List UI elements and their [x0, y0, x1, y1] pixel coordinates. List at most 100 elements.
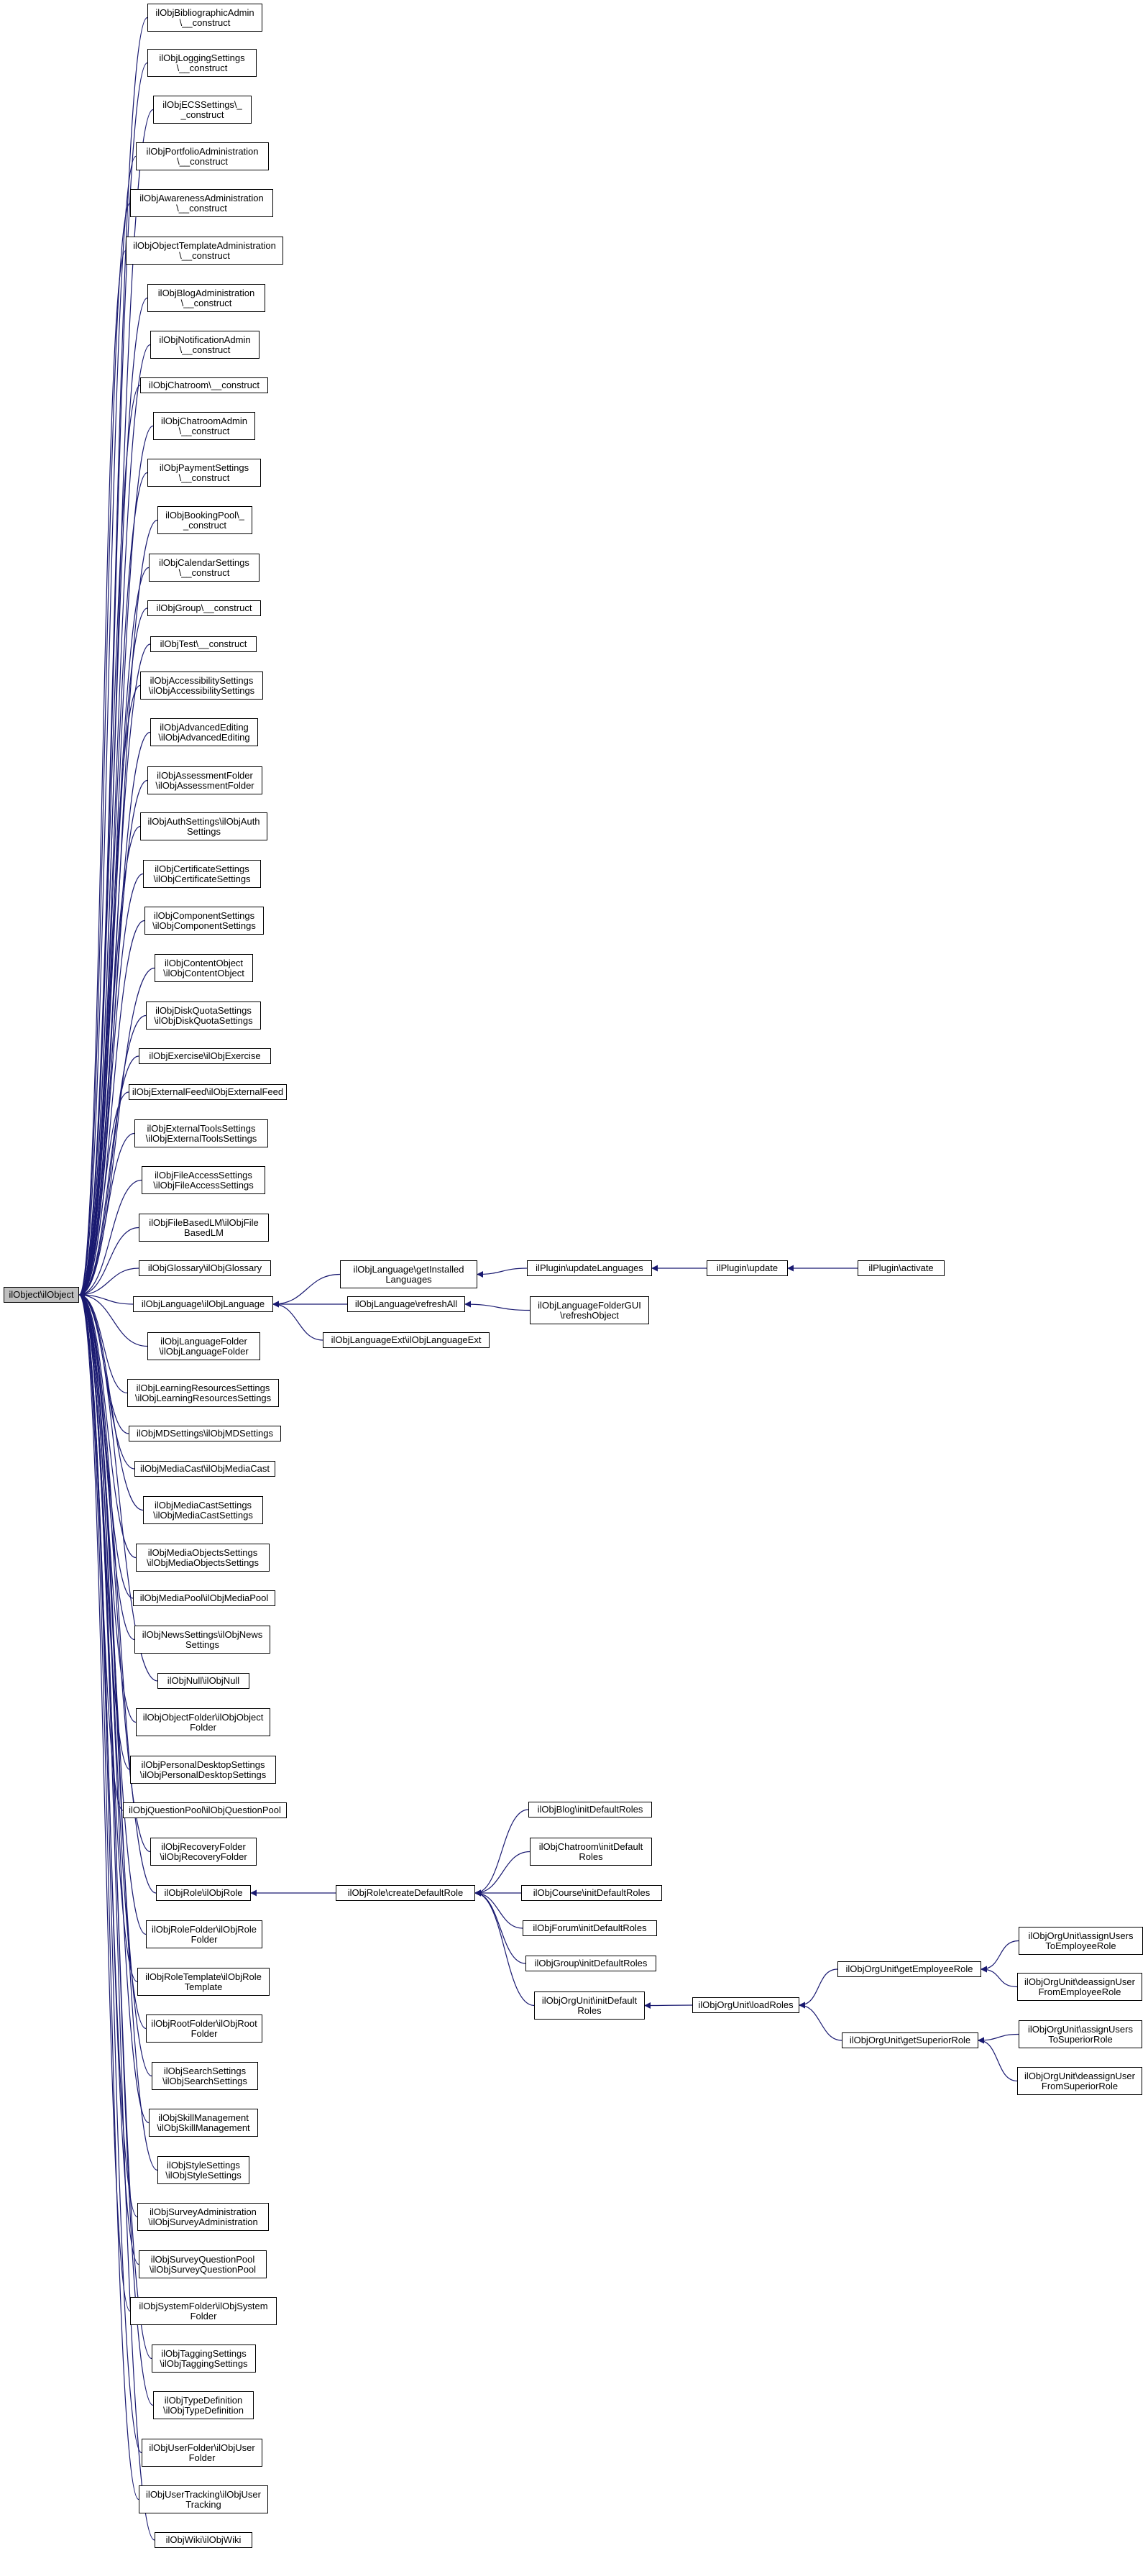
graph-node[interactable]: ilObjExercise\ilObjExercise: [139, 1048, 271, 1064]
graph-node[interactable]: ilObjChatroomAdmin\__construct: [153, 412, 255, 440]
graph-node[interactable]: ilObjAccessibilitySettings\ilObjAccessib…: [140, 671, 263, 700]
graph-node[interactable]: ilObjObjectTemplateAdministration\__cons…: [126, 237, 283, 265]
graph-node[interactable]: ilObjQuestionPool\ilObjQuestionPool: [123, 1802, 287, 1818]
node-label-line: Folder: [190, 2310, 217, 2321]
graph-node[interactable]: ilObjGroup\__construct: [147, 600, 261, 616]
graph-node[interactable]: ilObjSkillManagement\ilObjSkillManagemen…: [149, 2109, 258, 2137]
graph-node[interactable]: ilObjSurveyAdministration\ilObjSurveyAdm…: [137, 2203, 269, 2231]
graph-node[interactable]: ilObjAssessmentFolder\ilObjAssessmentFol…: [147, 766, 262, 794]
graph-node[interactable]: ilObjAwarenessAdministration\__construct: [130, 189, 273, 217]
graph-node[interactable]: ilObjExternalFeed\ilObjExternalFeed: [129, 1084, 287, 1100]
graph-node[interactable]: ilObjLanguageFolder\ilObjLanguageFolder: [147, 1332, 260, 1360]
graph-node[interactable]: ilObjOrgUnit\getEmployeeRole: [837, 1961, 981, 1977]
graph-node[interactable]: ilObjRole\ilObjRole: [156, 1885, 251, 1901]
graph-node[interactable]: ilObjContentObject\ilObjContentObject: [155, 954, 253, 982]
graph-node[interactable]: ilPlugin\update: [707, 1260, 788, 1276]
graph-edge: [78, 1291, 137, 1559]
graph-edge: [78, 1291, 144, 1511]
node-label-line: ilObjBlogAdministration: [157, 287, 255, 298]
graph-node[interactable]: ilObjDiskQuotaSettings\ilObjDiskQuotaSet…: [146, 1001, 261, 1030]
graph-edge: [78, 1091, 129, 1298]
graph-node[interactable]: ilObjSurveyQuestionPool\ilObjSurveyQuest…: [139, 2250, 267, 2278]
node-label-line: BasedLM: [184, 1227, 224, 1238]
graph-edge: [272, 1301, 323, 1341]
node-label-line: ilObjSearchSettings: [163, 2065, 247, 2076]
graph-node[interactable]: ilObjMediaCast\ilObjMediaCast: [134, 1461, 275, 1477]
node-label-line: \ilObjSurveyQuestionPool: [149, 2263, 257, 2275]
graph-node[interactable]: ilObjTypeDefinition\ilObjTypeDefinition: [153, 2391, 254, 2419]
node-label-line: ilObjLanguageFolder: [160, 1335, 247, 1347]
graph-node[interactable]: ilObjBlogAdministration\__construct: [147, 284, 265, 312]
graph-node[interactable]: ilObjCourse\initDefaultRoles: [521, 1885, 662, 1901]
graph-node[interactable]: ilObjTest\__construct: [150, 636, 257, 652]
graph-node[interactable]: ilObjFileAccessSettings\ilObjFileAccessS…: [142, 1166, 265, 1194]
graph-node[interactable]: ilObjComponentSettings\ilObjComponentSet…: [144, 907, 264, 935]
graph-node[interactable]: ilObjTaggingSettings\ilObjTaggingSetting…: [152, 2344, 256, 2373]
node-label-line: ilObjCourse\initDefaultRoles: [533, 1887, 651, 1898]
graph-node[interactable]: ilObjCertificateSettings\ilObjCertificat…: [143, 860, 261, 888]
graph-edge: [978, 2037, 1018, 2082]
node-label-line: ilObjDiskQuotaSettings: [155, 1004, 252, 1016]
graph-node[interactable]: ilObjPersonalDesktopSettings\ilObjPerson…: [130, 1756, 276, 1784]
graph-edge: [78, 873, 144, 1298]
graph-node[interactable]: ilObjWiki\ilObjWiki: [155, 2532, 252, 2548]
graph-node[interactable]: ilPlugin\updateLanguages: [527, 1260, 652, 1276]
graph-node[interactable]: ilObjOrgUnit\getSuperiorRole: [842, 2032, 978, 2048]
graph-node[interactable]: ilObjForum\initDefaultRoles: [523, 1920, 657, 1936]
node-label-line: \ilObjMediaObjectsSettings: [146, 1557, 260, 1568]
graph-node[interactable]: ilObjGroup\initDefaultRoles: [525, 1956, 656, 1971]
graph-node[interactable]: ilObjAdvancedEditing\ilObjAdvancedEditin…: [150, 718, 258, 746]
graph-node[interactable]: ilObjPaymentSettings\__construct: [147, 459, 261, 487]
graph-edge: [474, 1889, 535, 2007]
graph-node-root[interactable]: ilObject\ilObject: [4, 1287, 79, 1303]
graph-node[interactable]: ilObjLearningResourcesSettings\ilObjLear…: [127, 1379, 279, 1407]
graph-node[interactable]: ilObjGlossary\ilObjGlossary: [139, 1260, 271, 1276]
graph-node[interactable]: ilObjMediaPool\ilObjMediaPool: [133, 1590, 275, 1606]
graph-node[interactable]: ilObjBlog\initDefaultRoles: [528, 1802, 652, 1818]
graph-node[interactable]: ilObjMediaObjectsSettings\ilObjMediaObje…: [136, 1544, 270, 1572]
graph-node[interactable]: ilObjRole\createDefaultRole: [336, 1885, 475, 1901]
graph-node[interactable]: ilObjLanguageFolderGUI\refreshObject: [530, 1296, 649, 1324]
node-label-line: Folder: [190, 1933, 218, 1945]
graph-node[interactable]: ilObjNull\ilObjNull: [157, 1673, 249, 1689]
graph-node[interactable]: ilObjLanguage\refreshAll: [347, 1296, 465, 1312]
graph-node[interactable]: ilObjRecoveryFolder\ilObjRecoveryFolder: [150, 1838, 257, 1866]
graph-node[interactable]: ilObjBookingPool\__construct: [157, 506, 252, 534]
graph-node[interactable]: ilObjLanguageExt\ilObjLanguageExt: [323, 1332, 490, 1348]
graph-node[interactable]: ilObjExternalToolsSettings\ilObjExternal…: [134, 1119, 268, 1147]
graph-node[interactable]: ilObjOrgUnit\loadRoles: [692, 1997, 799, 2013]
graph-node[interactable]: ilObjChatroom\__construct: [140, 377, 268, 393]
graph-node[interactable]: ilObjNotificationAdmin\__construct: [150, 331, 260, 359]
graph-node[interactable]: ilObjStyleSettings\ilObjStyleSettings: [157, 2156, 249, 2184]
graph-node[interactable]: ilObjSearchSettings\ilObjSearchSettings: [152, 2062, 258, 2090]
graph-node[interactable]: ilObjECSSettings\__construct: [153, 96, 252, 124]
graph-node[interactable]: ilObjLoggingSettings\__construct: [147, 49, 257, 77]
graph-edge: [78, 249, 127, 1298]
graph-node[interactable]: ilObjLanguage\ilObjLanguage: [133, 1296, 273, 1312]
graph-node[interactable]: ilPlugin\activate: [858, 1260, 945, 1276]
graph-node[interactable]: ilObjMDSettings\ilObjMDSettings: [129, 1426, 281, 1441]
graph-node[interactable]: ilObjCalendarSettings\__construct: [149, 554, 260, 582]
graph-node[interactable]: ilObjMediaCastSettings\ilObjMediaCastSet…: [143, 1496, 263, 1524]
graph-node[interactable]: ilObjPortfolioAdministration\__construct: [136, 142, 269, 170]
node-label-line: ilObjRootFolder\ilObjRoot: [151, 2017, 257, 2029]
graph-node[interactable]: ilObjBibliographicAdmin\__construct: [147, 4, 262, 32]
